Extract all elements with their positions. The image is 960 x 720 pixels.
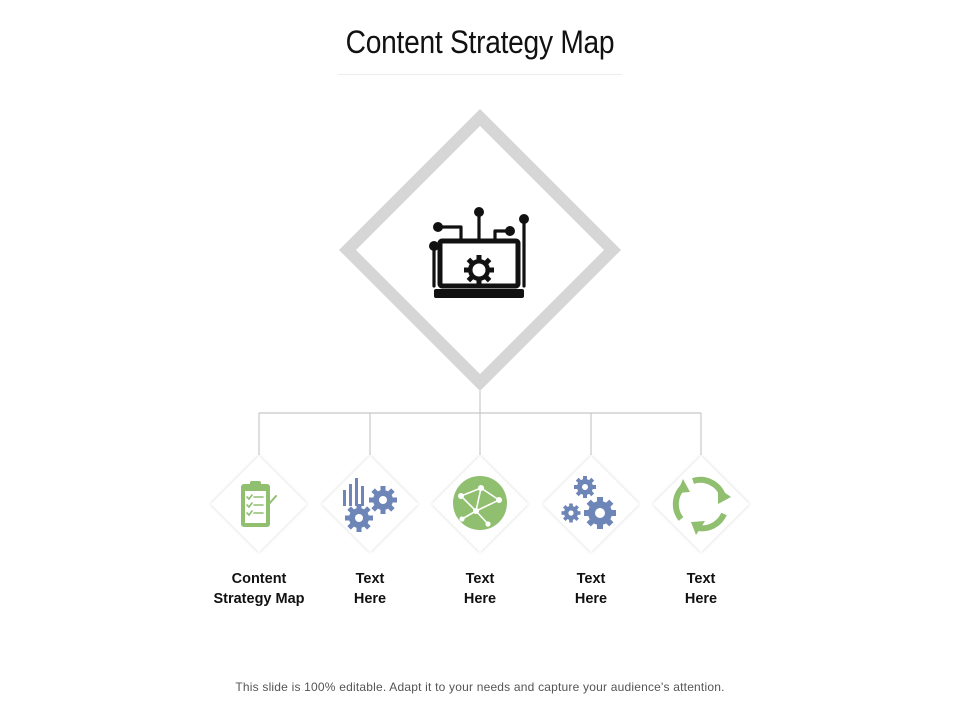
node-label-1-line1: Content bbox=[231, 571, 287, 587]
node-label-2-line2: Here bbox=[353, 591, 387, 607]
node-diamond-5 bbox=[653, 456, 749, 552]
footer-note: This slide is 100% editable. Adapt it to… bbox=[235, 680, 725, 694]
node-label-1-line2: Strategy Map bbox=[213, 591, 305, 607]
title-divider bbox=[338, 74, 622, 75]
node-label-3-line1: Text bbox=[465, 571, 495, 587]
node-label-3-line2: Here bbox=[463, 591, 497, 607]
node-label-1: Content Strategy Map bbox=[194, 569, 324, 609]
node-label-5-line2: Here bbox=[684, 591, 718, 607]
chart-gears-icon bbox=[343, 478, 397, 532]
node-label-4-line1: Text bbox=[576, 571, 606, 587]
node-label-2-line1: Text bbox=[355, 571, 385, 587]
center-diamond bbox=[339, 109, 621, 391]
node-label-5-line1: Text bbox=[686, 571, 716, 587]
recycle-arrows-icon bbox=[672, 476, 731, 535]
node-label-4-line2: Here bbox=[574, 591, 608, 607]
node-label-4: Text Here bbox=[526, 569, 656, 609]
node-label-5: Text Here bbox=[636, 569, 766, 609]
node-diamond-2 bbox=[322, 456, 418, 552]
slide-title: Content Strategy Map bbox=[345, 24, 615, 60]
node-label-3: Text Here bbox=[415, 569, 545, 609]
node-label-2: Text Here bbox=[305, 569, 435, 609]
laptop-gear-circuit-icon bbox=[429, 207, 529, 298]
network-globe-icon bbox=[453, 476, 507, 530]
gears-icon bbox=[561, 476, 616, 529]
connector-lines bbox=[258, 391, 702, 455]
clipboard-checklist-icon bbox=[241, 481, 277, 527]
